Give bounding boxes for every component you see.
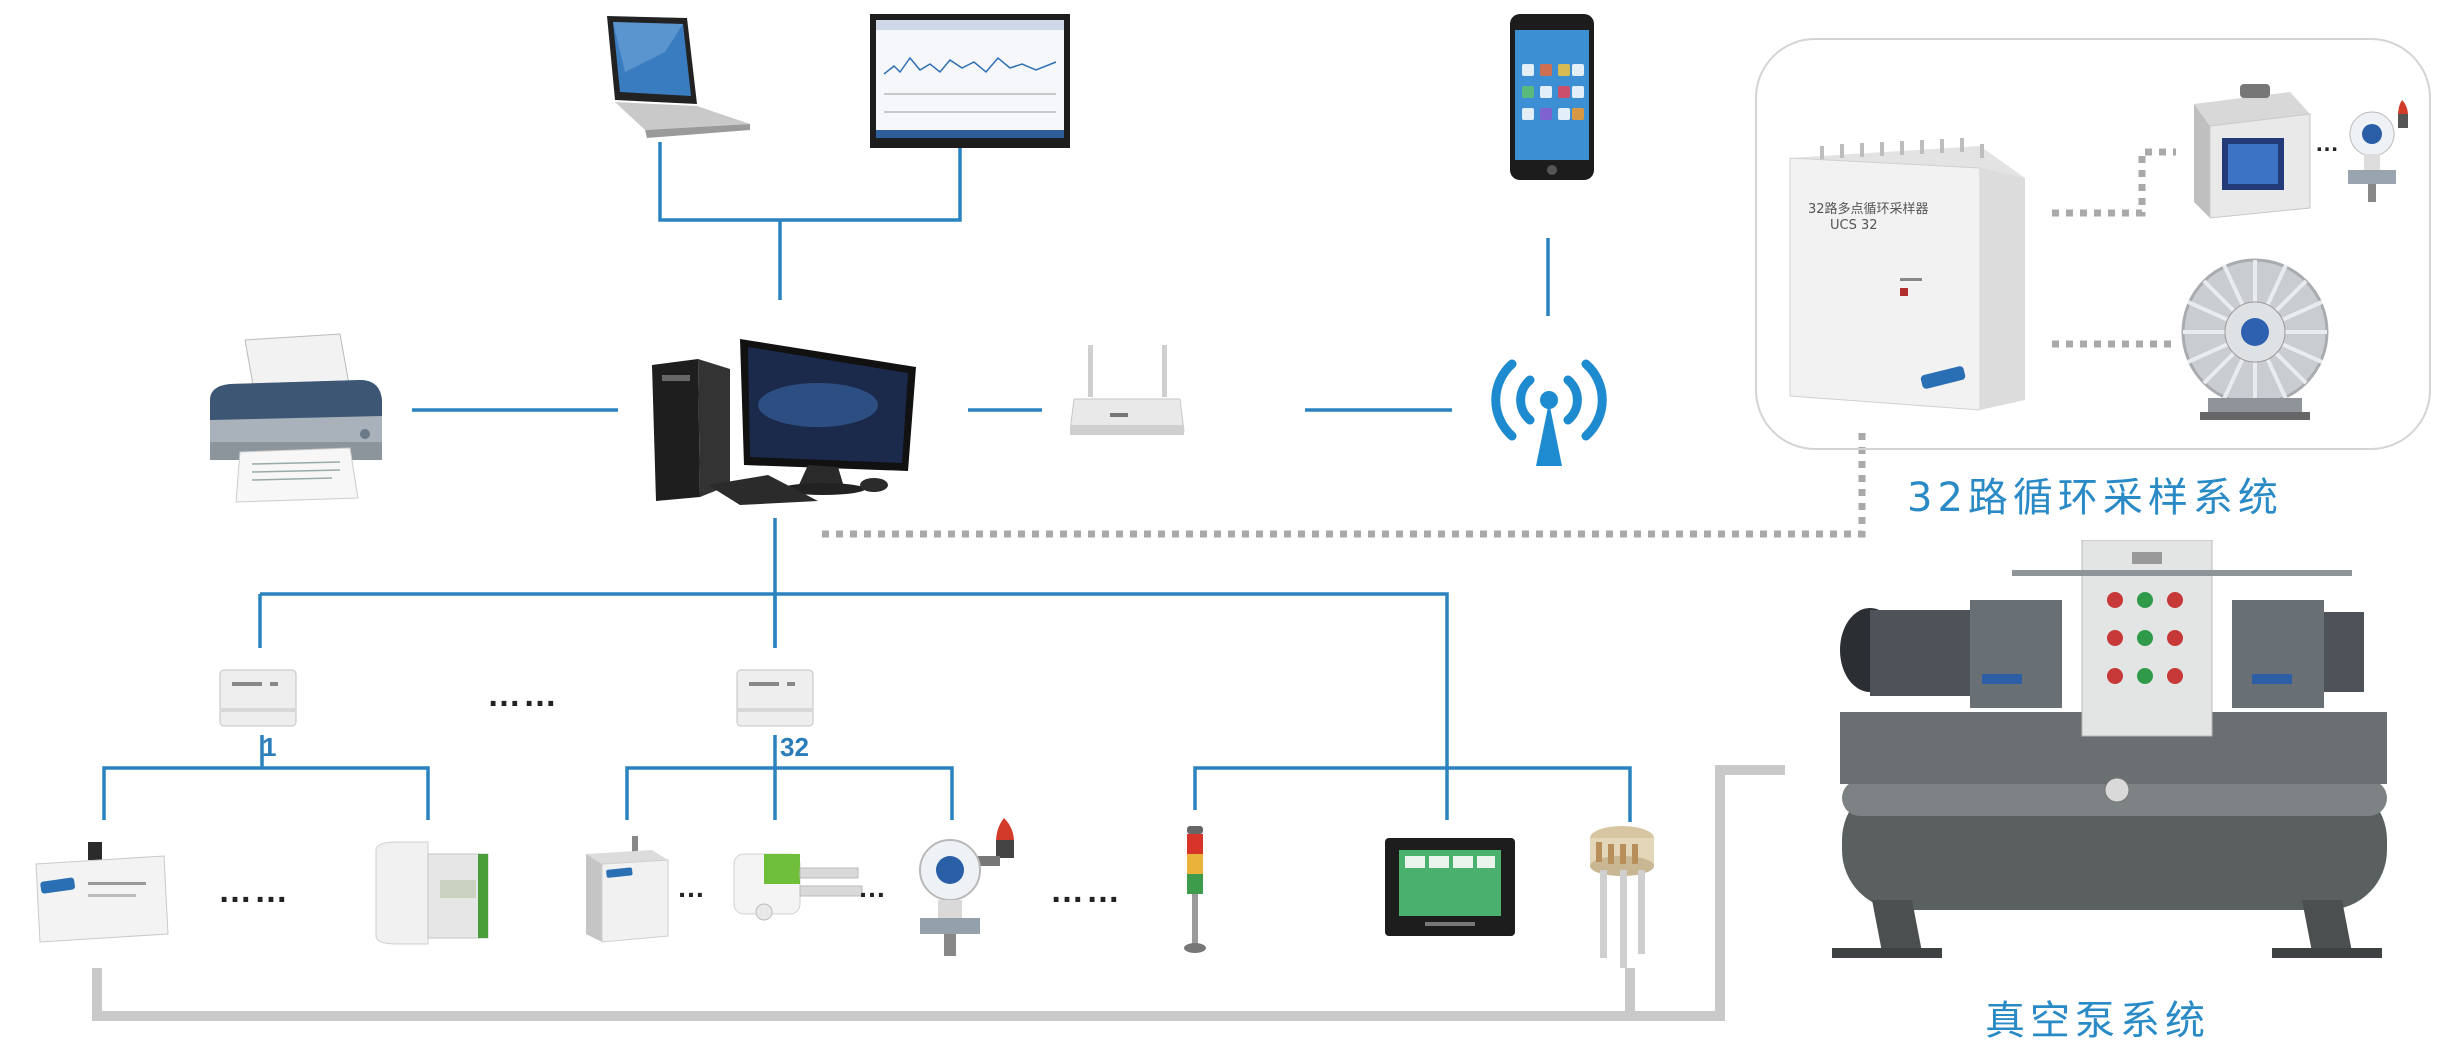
dotted-sampler-to-counter: [2052, 148, 2176, 217]
line-laptop-to-bus: [658, 142, 962, 222]
dotted-pc-to-sampler: [822, 428, 1866, 538]
ellipsis-devices-2: …: [677, 872, 707, 903]
desktop-computer-icon: [648, 335, 938, 509]
printer-icon: [200, 330, 385, 509]
network-node-32-icon: [735, 668, 815, 732]
multipoint-sampler-icon: 32路多点循环采样器 UCS 32: [1780, 138, 2025, 417]
sensor-module-icon: [32, 842, 172, 951]
thermo-hygrometer-icon: [368, 840, 493, 954]
line-node1-branch: [102, 735, 430, 820]
vortex-blower-icon: [2180, 240, 2330, 434]
gas-detector-bottom-icon: [910, 818, 1025, 962]
sampler-panel-line2: UCS 32: [1830, 218, 1878, 233]
ellipsis-nodes: ……: [487, 676, 559, 714]
ellipsis-devices-1: ……: [218, 872, 290, 910]
caption-sampling-system: 32路循环采样系统: [1907, 475, 2283, 521]
ellipsis-devices-4: ……: [1050, 872, 1122, 910]
line-node32-branch: [625, 735, 954, 820]
enclosure-sensor-icon: [582, 836, 672, 950]
duct-sensor-icon: [730, 848, 870, 932]
probe-sensor-icon: [1586, 824, 1658, 976]
laptop-icon: [585, 12, 755, 146]
vacuum-pipe: [92, 765, 1785, 1021]
touch-panel-icon: [1385, 838, 1515, 940]
ellipsis-sampler: …: [2315, 130, 2341, 157]
node-32-label: 32: [780, 732, 809, 762]
vacuum-pump-icon: [1832, 539, 2388, 964]
particle-counter-icon: [2180, 84, 2315, 228]
ellipsis-devices-3: …: [858, 872, 888, 903]
node-1-label: 1: [262, 732, 277, 762]
gas-detector-icon: [2340, 96, 2420, 210]
wireless-signal-icon: [1484, 350, 1614, 474]
caption-vacuum-pump-system: 真空泵系统: [1985, 998, 2210, 1044]
sampler-panel-line1: 32路多点循环采样器: [1808, 202, 1929, 217]
signal-tower-light-icon: [1181, 826, 1209, 958]
smartphone-icon: [1510, 14, 1594, 184]
monitor-icon: [870, 14, 1070, 152]
line-field-bus: [258, 592, 1449, 820]
line-right-branch: [1193, 766, 1632, 822]
router-icon: [1069, 345, 1185, 449]
network-node-1-icon: [218, 668, 298, 732]
sampling-system-frame: [1755, 38, 2431, 450]
